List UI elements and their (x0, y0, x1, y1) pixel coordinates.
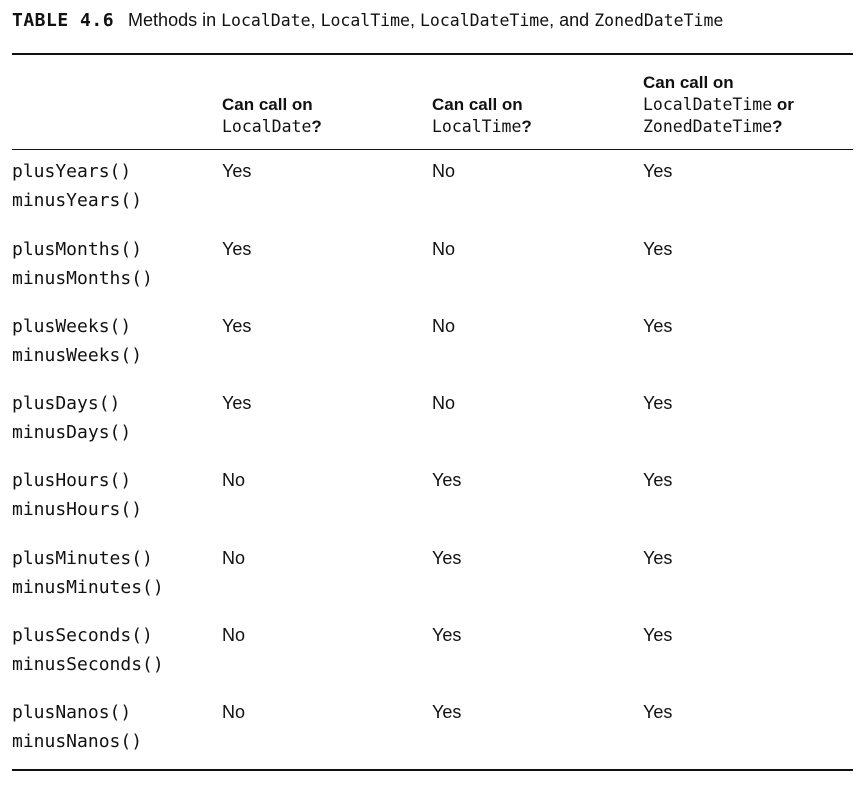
header-localdate-suffix: ? (311, 117, 322, 136)
header-datetime-class2: ZonedDateTime (643, 117, 773, 136)
cell-localtime: No (432, 316, 456, 336)
plus-method: plusMonths() (12, 239, 143, 260)
caption-class-localdatetime: LocalDateTime (420, 11, 550, 30)
header-localdate: Can call on LocalDate? (222, 94, 322, 138)
plus-method: plusHours() (12, 470, 132, 491)
cell-localdate: No (222, 470, 246, 490)
plus-method: plusSeconds() (12, 625, 153, 646)
cell-localdate: No (222, 625, 246, 645)
cell-datetime: Yes (643, 239, 673, 259)
caption-separator: , (310, 10, 316, 30)
method-names: plusSeconds() minusSeconds() (12, 621, 164, 679)
cell-datetime: Yes (643, 548, 673, 568)
cell-localtime: No (432, 161, 456, 181)
cell-datetime: Yes (643, 470, 673, 490)
cell-datetime: Yes (643, 625, 673, 645)
cell-datetime: Yes (643, 316, 673, 336)
method-names: plusYears() minusYears() (12, 157, 142, 215)
table-row: plusHours() minusHours() No Yes Yes (0, 466, 865, 526)
method-names: plusMinutes() minusMinutes() (12, 544, 164, 602)
header-localtime-suffix: ? (521, 117, 532, 136)
plus-method: plusMinutes() (12, 548, 153, 569)
cell-localdate: Yes (222, 239, 252, 259)
caption-separator: , (409, 10, 415, 30)
minus-method: minusMinutes() (12, 577, 164, 598)
minus-method: minusWeeks() (12, 345, 143, 366)
header-localdate-class: LocalDate (222, 117, 312, 136)
table-number: TABLE 4.6 (12, 10, 115, 31)
minus-method: minusYears() (12, 190, 143, 211)
minus-method: minusSeconds() (12, 654, 164, 675)
header-rule (12, 149, 853, 150)
header-localtime-line1: Can call on (432, 95, 523, 114)
caption-class-localdate: LocalDate (221, 11, 311, 30)
method-names: plusDays() minusDays() (12, 389, 131, 447)
header-datetime: Can call on LocalDateTime or ZonedDateTi… (643, 72, 794, 138)
caption-class-zoneddatetime: ZonedDateTime (594, 11, 724, 30)
method-names: plusNanos() minusNanos() (12, 698, 142, 756)
table-row: plusYears() minusYears() Yes No Yes (0, 157, 865, 217)
table-caption: TABLE 4.6 Methods in LocalDate, LocalTime… (12, 10, 723, 31)
caption-separator: , and (549, 10, 590, 30)
header-datetime-line1: Can call on (643, 73, 734, 92)
cell-datetime: Yes (643, 161, 673, 181)
cell-localtime: No (432, 239, 456, 259)
table-row: plusMonths() minusMonths() Yes No Yes (0, 235, 865, 295)
table-row: plusMinutes() minusMinutes() No Yes Yes (0, 544, 865, 604)
header-localtime: Can call on LocalTime? (432, 94, 532, 138)
cell-datetime: Yes (643, 393, 673, 413)
cell-localtime: No (432, 393, 456, 413)
minus-method: minusHours() (12, 499, 143, 520)
header-datetime-mid: or (776, 95, 794, 114)
minus-method: minusDays() (12, 422, 132, 443)
plus-method: plusNanos() (12, 702, 132, 723)
cell-localdate: Yes (222, 316, 252, 336)
plus-method: plusDays() (12, 393, 121, 414)
header-localtime-class: LocalTime (432, 117, 522, 136)
method-names: plusMonths() minusMonths() (12, 235, 153, 293)
cell-localdate: Yes (222, 393, 252, 413)
cell-localdate: No (222, 702, 246, 722)
caption-prefix: Methods in (128, 10, 217, 30)
table-row: plusDays() minusDays() Yes No Yes (0, 389, 865, 449)
caption-class-localtime: LocalTime (320, 11, 410, 30)
plus-method: plusYears() (12, 161, 132, 182)
header-localdate-line1: Can call on (222, 95, 313, 114)
table-row: plusWeeks() minusWeeks() Yes No Yes (0, 312, 865, 372)
method-names: plusWeeks() minusWeeks() (12, 312, 142, 370)
cell-datetime: Yes (643, 702, 673, 722)
cell-localtime: Yes (432, 470, 462, 490)
header-datetime-class1: LocalDateTime (643, 95, 773, 114)
cell-localtime: Yes (432, 625, 462, 645)
table-top-rule (12, 53, 853, 55)
table-bottom-rule (12, 769, 853, 771)
header-datetime-suffix: ? (772, 117, 783, 136)
cell-localtime: Yes (432, 548, 462, 568)
table-row: plusNanos() minusNanos() No Yes Yes (0, 698, 865, 758)
cell-localdate: Yes (222, 161, 252, 181)
cell-localtime: Yes (432, 702, 462, 722)
plus-method: plusWeeks() (12, 316, 132, 337)
cell-localdate: No (222, 548, 246, 568)
minus-method: minusNanos() (12, 731, 143, 752)
table-row: plusSeconds() minusSeconds() No Yes Yes (0, 621, 865, 681)
method-names: plusHours() minusHours() (12, 466, 142, 524)
minus-method: minusMonths() (12, 268, 153, 289)
